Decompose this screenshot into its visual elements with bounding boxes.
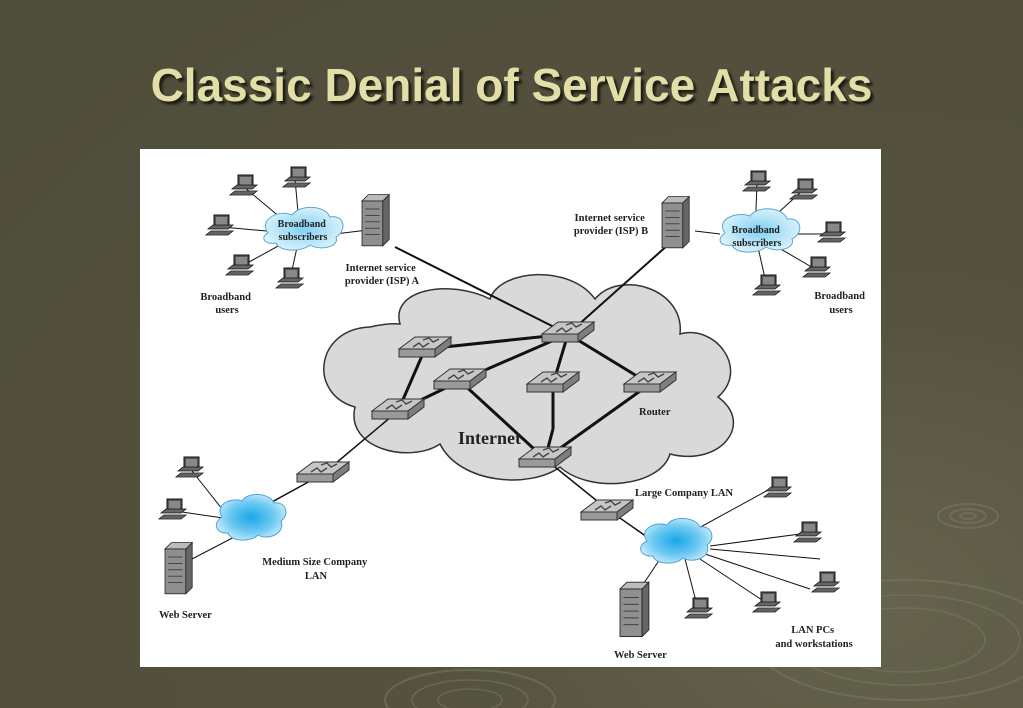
broadband-users-a-label: Broadband users <box>200 292 253 316</box>
pc-icon <box>742 170 771 192</box>
broadband-cloud-b <box>719 208 801 253</box>
broadband-users-b-label: Broadband users <box>814 291 867 316</box>
pc-icon <box>793 521 822 543</box>
pc-icon <box>282 166 311 188</box>
network-diagram: Broadband subscribers Broadband users In… <box>158 166 867 661</box>
pc-icon <box>158 498 187 520</box>
internet-cloud <box>323 273 735 485</box>
slide-title: Classic Denial of Service Attacks <box>150 59 873 111</box>
isp-a-server-icon <box>361 194 390 247</box>
pc-icon <box>684 597 713 619</box>
pc-icon <box>229 174 258 196</box>
router-node <box>580 499 634 521</box>
web-server-left-label: Web Server <box>159 610 212 621</box>
pc-icon <box>763 476 792 498</box>
medium-company-lan-label: Medium Size Company LAN <box>262 557 370 582</box>
pc-icon <box>175 456 204 478</box>
pc-icon <box>205 214 234 236</box>
pc-icon <box>225 254 254 276</box>
isp-b-label: Internet service provider (ISP) B <box>574 213 648 237</box>
web-server-right-label: Web Server <box>614 650 667 661</box>
pc-icon <box>275 267 304 289</box>
broadband-cloud-a <box>263 206 344 251</box>
pc-icon <box>811 571 840 593</box>
lan-pcs-label: LAN PCs and workstations <box>775 625 852 650</box>
large-lan-cloud <box>640 518 713 564</box>
router-label: Router <box>639 407 671 418</box>
pc-icon <box>802 256 831 278</box>
isp-b-server-icon <box>661 196 690 249</box>
broadband-subscribers-b-label: Broadband subscribers <box>732 225 783 249</box>
network-diagram-panel: Broadband subscribers Broadband users In… <box>140 149 881 667</box>
web-server-left-icon <box>164 542 193 595</box>
pc-icon <box>752 274 781 296</box>
web-server-right-icon <box>619 581 650 638</box>
broadband-subscribers-a-label: Broadband subscribers <box>278 219 329 243</box>
medium-lan-cloud <box>215 494 287 541</box>
internet-label: Internet <box>458 428 521 448</box>
pc-icon <box>789 178 818 200</box>
router-node <box>296 461 350 483</box>
isp-a-label: Internet service provider (ISP) A <box>345 263 420 287</box>
large-company-lan-label: Large Company LAN <box>635 488 733 499</box>
pc-icon <box>752 591 781 613</box>
pc-icon <box>817 221 846 243</box>
